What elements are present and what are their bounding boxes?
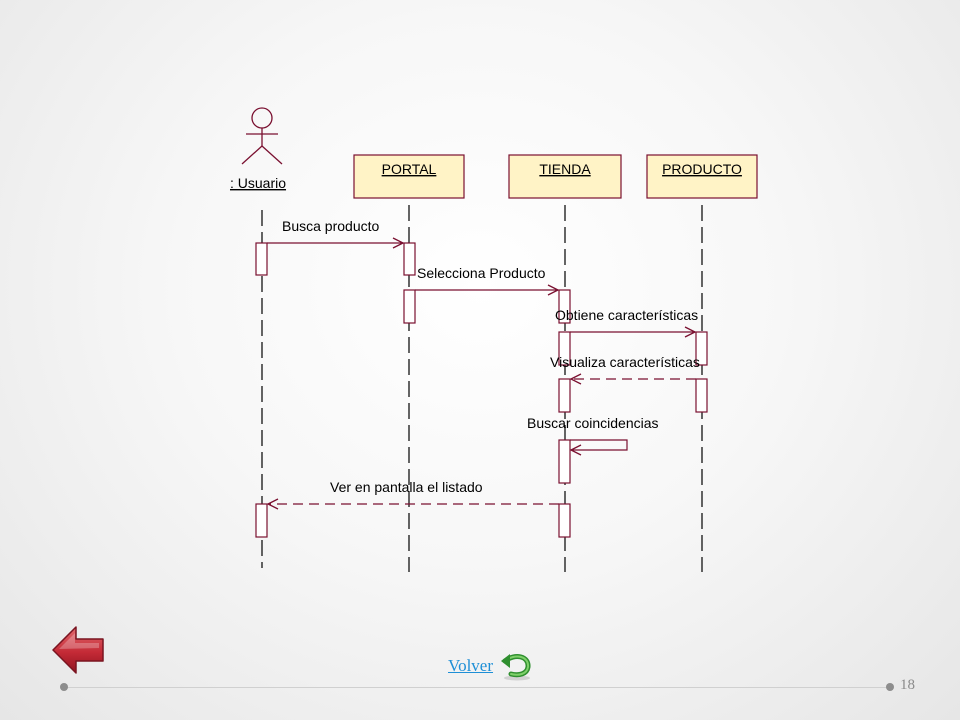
object-box-portal bbox=[353, 154, 465, 199]
activation-tienda-2 bbox=[558, 331, 571, 366]
message-label-busca-producto: Busca producto bbox=[282, 218, 379, 234]
object-label-producto: PRODUCTO bbox=[662, 161, 742, 177]
actor-usuario bbox=[241, 107, 283, 165]
object-box-producto bbox=[646, 154, 758, 199]
page-number: 18 bbox=[900, 677, 915, 693]
footer-dot-left bbox=[60, 683, 68, 691]
left-arrow-icon bbox=[52, 626, 104, 674]
object-label-portal: PORTAL bbox=[382, 161, 437, 177]
activation-producto-1 bbox=[695, 331, 708, 366]
activation-usuario-2 bbox=[255, 503, 268, 538]
activation-portal-1 bbox=[403, 242, 416, 276]
activation-tienda-1 bbox=[558, 289, 571, 324]
message-label-obtiene-caracteristicas: Obtiene características bbox=[555, 307, 698, 323]
message-label-ver-listado: Ver en pantalla el listado bbox=[330, 479, 483, 495]
actor-label: : Usuario bbox=[230, 175, 286, 191]
back-button[interactable] bbox=[50, 624, 106, 676]
footer-divider bbox=[64, 687, 892, 688]
message-label-visualiza-caracteristicas: Visualiza características bbox=[550, 354, 700, 370]
object-box-tienda bbox=[508, 154, 622, 199]
activation-producto-2 bbox=[695, 378, 708, 413]
undo-arrow-icon[interactable] bbox=[499, 651, 533, 681]
object-label-tienda: TIENDA bbox=[539, 161, 591, 177]
activation-tienda-5 bbox=[558, 503, 571, 538]
activation-tienda-3 bbox=[558, 378, 571, 413]
activation-portal-2 bbox=[403, 289, 416, 324]
volver-link[interactable]: Volver bbox=[448, 656, 494, 675]
message-arrow-buscar-coincidencias bbox=[570, 439, 628, 450]
activation-tienda-4 bbox=[558, 439, 571, 484]
message-label-buscar-coincidencias: Buscar coincidencias bbox=[527, 415, 659, 431]
message-label-selecciona-producto: Selecciona Producto bbox=[417, 265, 546, 281]
footer-dot-right bbox=[886, 683, 894, 691]
activation-usuario-1 bbox=[255, 242, 268, 276]
